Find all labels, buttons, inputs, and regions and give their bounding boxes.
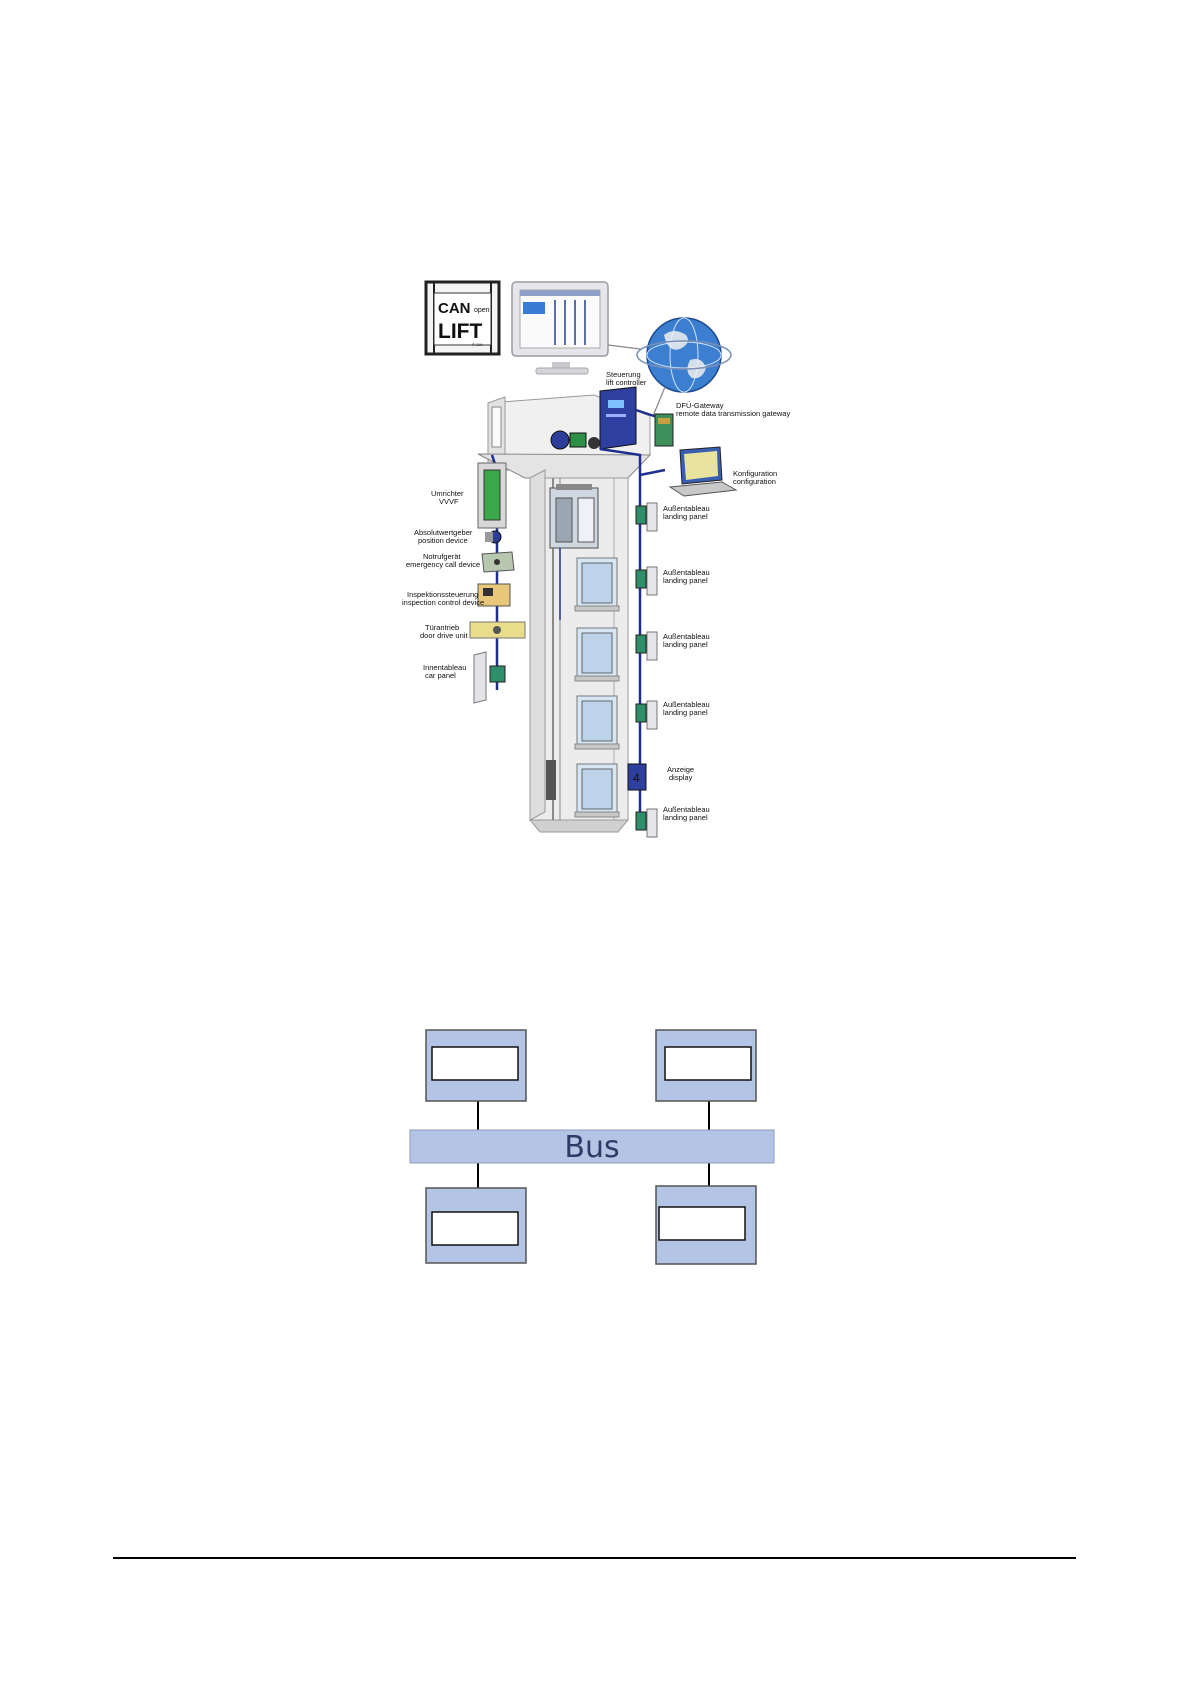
logo-lift: LIFT: [438, 320, 482, 343]
label-aussen-1-en: landing panel: [663, 512, 708, 521]
figure-labels: Steuerung lift controller DFÜ-Gateway re…: [402, 370, 790, 822]
label-anzeige-de: Anzeige: [667, 765, 694, 774]
logo-can: CAN: [438, 300, 471, 317]
landing-panel-1-icon: [635, 502, 658, 532]
can-bus-cable: [490, 408, 666, 820]
bus-bar: [409, 1129, 775, 1164]
bus-topology-diagram: Bus: [409, 1029, 775, 1265]
right-devices: 4: [627, 413, 738, 838]
label-aussen-3-de: Außentableau: [663, 632, 710, 641]
svg-text:4: 4: [633, 771, 640, 785]
canopen-lift-figure: CAN open LIFT © CiA: [402, 280, 790, 838]
bus-node-top-right: [655, 1029, 757, 1102]
label-aussen-5-de: Außentableau: [663, 805, 710, 814]
bus-node-top-left: [425, 1029, 527, 1102]
logo-mark: © CiA: [472, 342, 483, 347]
laptop-icon: [668, 446, 738, 497]
label-tuer-en: door drive unit: [420, 631, 468, 640]
canopen-lift-logo: CAN open LIFT © CiA: [424, 280, 501, 356]
car-panel-icon: [473, 651, 487, 704]
bus-node-bottom-left: [425, 1187, 527, 1264]
label-aussen-2-de: Außentableau: [663, 568, 710, 577]
label-umrichter-en: VVVF: [439, 497, 459, 506]
bus-connectors: [477, 1101, 710, 1188]
label-absolut-de: Absolutwertgeber: [414, 528, 473, 537]
landing-panel-4-icon: [635, 700, 658, 730]
label-umrichter-de: Umrichter: [431, 489, 464, 498]
logo-open: open: [474, 307, 490, 314]
label-steuerung-de: Steuerung: [606, 370, 641, 379]
label-notruf-de: Notrufgerät: [423, 552, 461, 561]
label-aussen-2-en: landing panel: [663, 576, 708, 585]
monitor-icon: [511, 281, 609, 375]
label-innen-de: Innentableau: [423, 663, 466, 672]
display-icon: 4: [627, 763, 647, 791]
label-aussen-3-en: landing panel: [663, 640, 708, 649]
landing-panel-3-icon: [635, 631, 658, 661]
label-tuer-de: Türantrieb: [425, 623, 459, 632]
footer-rule: [113, 1557, 1076, 1559]
label-gateway-en: remote data transmission gateway: [676, 409, 790, 418]
bus-label: Bus: [564, 1130, 619, 1165]
label-innen-en: car panel: [425, 671, 456, 680]
globe-icon: [607, 317, 732, 417]
node-label-box: [431, 1046, 519, 1081]
landing-panel-5-icon: [635, 808, 658, 838]
label-notruf-en: emergency call device: [406, 560, 480, 569]
node-label-box: [658, 1206, 746, 1241]
label-aussen-1-de: Außentableau: [663, 504, 710, 513]
label-aussen-5-en: landing panel: [663, 813, 708, 822]
label-absolut-en: position device: [418, 536, 468, 545]
label-konfig-de: Konfiguration: [733, 469, 777, 478]
landing-panel-2-icon: [635, 566, 658, 596]
elevator-shaft: [528, 469, 630, 833]
label-gateway-de: DFÜ-Gateway: [676, 401, 724, 410]
label-inspektion-de: Inspektionssteuerung: [407, 590, 478, 599]
label-anzeige-en: display: [669, 773, 693, 782]
landing-doors: [574, 557, 620, 818]
label-konfig-en: configuration: [733, 477, 776, 486]
label-inspektion-en: inspection control device: [402, 598, 484, 607]
left-devices: [469, 462, 526, 704]
bus-node-bottom-right: [655, 1185, 757, 1265]
node-label-box: [431, 1211, 519, 1246]
label-steuerung-en: lift controller: [606, 378, 647, 387]
label-aussen-4-en: landing panel: [663, 708, 708, 717]
node-label-box: [664, 1046, 752, 1081]
label-aussen-4-de: Außentableau: [663, 700, 710, 709]
machine-room: [477, 386, 652, 479]
